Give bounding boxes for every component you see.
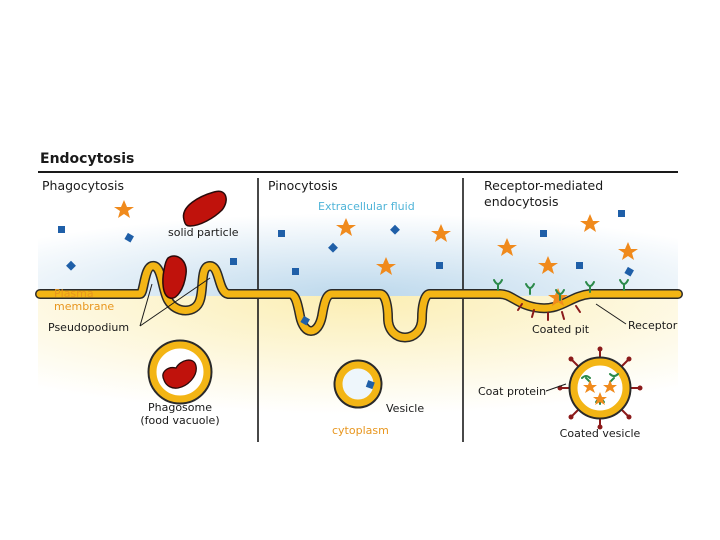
phagocytosis-heading: Phagocytosis	[42, 178, 124, 193]
molecule-star	[538, 256, 558, 274]
extracellular-region	[38, 178, 678, 296]
molecule-star	[431, 224, 451, 242]
molecule-star	[376, 257, 396, 275]
molecule-square	[300, 315, 310, 326]
receptor-leader	[595, 303, 627, 325]
pinocytic-vesicle	[333, 359, 383, 409]
molecule-square	[624, 266, 634, 277]
molecule-square	[436, 262, 443, 269]
engulfed-particle	[162, 255, 187, 299]
receptor-mediated-heading-line2: endocytosis	[484, 194, 559, 209]
molecule-star	[336, 218, 356, 236]
diagram-title: Endocytosis	[40, 151, 134, 167]
molecule-square	[390, 224, 400, 235]
molecule-square	[124, 232, 134, 243]
molecule-square	[58, 226, 65, 233]
molecule-square	[66, 260, 76, 271]
molecule-star	[114, 200, 134, 218]
phagosome-label-line1: Phagosome	[148, 401, 212, 414]
solid-particle-label: solid particle	[168, 226, 239, 239]
molecule-square	[618, 210, 625, 217]
molecule-star	[497, 238, 517, 256]
pseudopodium-leader-right	[139, 277, 211, 327]
coat-proteins-pit	[517, 303, 581, 321]
pseudopodium-leader-left	[139, 283, 153, 327]
extracellular-fluid-label: Extracellular fluid	[318, 200, 415, 213]
phagosome	[147, 339, 213, 405]
molecule-star	[580, 214, 600, 232]
plasma-membrane-label-line2: membrane	[54, 300, 114, 313]
molecule-star	[618, 242, 638, 260]
vesicle-label: Vesicle	[386, 402, 424, 415]
solid-particle	[182, 190, 227, 227]
receptor-mediated-heading-line1: Receptor-mediated	[484, 178, 603, 193]
pinocytosis-heading: Pinocytosis	[268, 178, 338, 193]
coated-vesicle-label: Coated vesicle	[560, 427, 641, 440]
plasma-membrane	[35, 261, 683, 343]
molecule-square	[230, 258, 237, 265]
phagosome-label-line2: (food vacuole)	[140, 414, 219, 427]
molecule-square	[278, 230, 285, 237]
coat-protein-leader	[545, 383, 567, 392]
pseudopodium-label: Pseudopodium	[48, 321, 129, 334]
molecule-square	[576, 262, 583, 269]
molecule-square	[328, 242, 338, 253]
molecule-star	[548, 288, 568, 306]
receptor-label: Receptor	[628, 319, 678, 332]
molecule-square	[540, 230, 547, 237]
receptors	[493, 279, 629, 301]
coated-pit-label: Coated pit	[532, 323, 590, 336]
coat-protein-label: Coat protein	[478, 385, 546, 398]
plasma-membrane-label-line1: Plasma	[54, 287, 94, 300]
coated-vesicle	[557, 346, 643, 430]
cytoplasm-label: cytoplasm	[332, 424, 389, 437]
molecule-square	[292, 268, 299, 275]
